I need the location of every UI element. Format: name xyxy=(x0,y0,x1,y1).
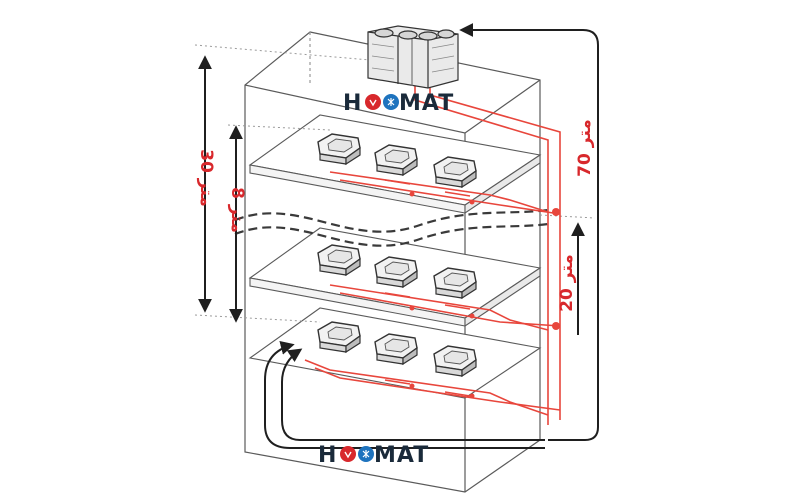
logo-mark-icon xyxy=(365,94,399,110)
cassette-indoor-unit-icon xyxy=(317,321,361,353)
cassette-indoor-unit-icon xyxy=(433,156,477,188)
vrf-outdoor-unit-icon xyxy=(367,25,459,89)
cassette-indoor-unit-icon xyxy=(374,144,418,176)
return-arrow-inner xyxy=(281,348,545,441)
logo-letters-mat: MAT xyxy=(374,443,429,468)
pipe-joints xyxy=(409,191,560,399)
brand-logo-bottom: H MAT xyxy=(318,443,429,468)
pipe-length-label: 70 متر xyxy=(575,119,595,177)
cassette-indoor-unit-icon xyxy=(374,256,418,288)
logo-mark-icon xyxy=(340,446,374,462)
logo-letters-mat: MAT xyxy=(399,91,454,116)
cassette-indoor-unit-icon xyxy=(433,345,477,377)
riser-height-label: 20 متر xyxy=(557,254,577,312)
total-height-label: 30 متر xyxy=(196,149,216,207)
cassette-indoor-unit-icon xyxy=(433,267,477,299)
cassette-indoor-unit-icon xyxy=(317,244,361,276)
brand-logo-top: H MAT xyxy=(343,91,454,116)
floor-gap-label: 8 متر xyxy=(227,187,247,233)
logo-letter-h: H xyxy=(343,91,362,116)
pipe-length-arrow xyxy=(459,23,599,441)
refrigerant-pipes xyxy=(304,82,561,425)
logo-letter-h: H xyxy=(318,443,337,468)
cassette-indoor-unit-icon xyxy=(374,333,418,365)
omitted-floors-break xyxy=(234,208,549,247)
level-reference-lines xyxy=(194,44,596,323)
dimension-arrows xyxy=(198,23,599,449)
return-arrow-outer xyxy=(264,341,545,449)
cassette-indoor-unit-icon xyxy=(317,133,361,165)
